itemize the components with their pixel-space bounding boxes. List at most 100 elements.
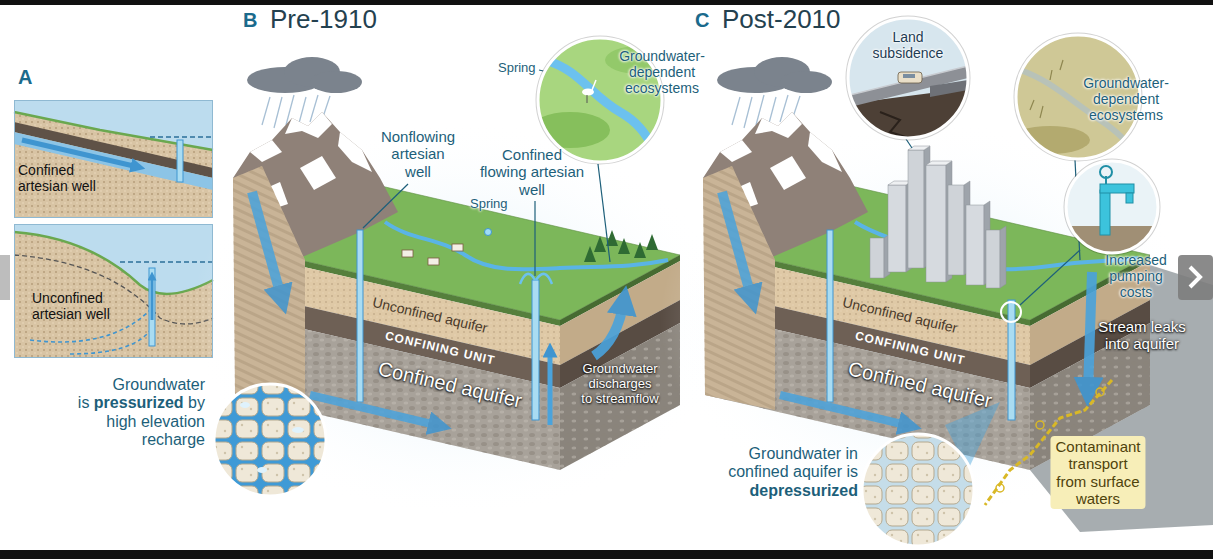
subsidence-vignette [930,80,968,97]
pre-1910-scene [520,274,535,284]
callout-label: Groundwater-dependent ecosystems [1078,75,1174,123]
text-run: aquifer [793,463,846,480]
callout-label: Groundwater discharges to streamflow [581,362,658,407]
inset-caption: Unconfined artesian well [32,290,110,322]
callout-label: Spring [470,197,508,212]
callout-label: Groundwater is pressurized by high eleva… [78,376,205,450]
text-run: leaks [1151,318,1186,335]
callout-circle: Groundwater-dependent ecosystems [1016,35,1176,159]
text-run: into [1105,335,1133,352]
subsidence-vignette [903,74,915,78]
text-run: pressurized [94,394,188,411]
pump-vignette [1126,193,1133,203]
text-run: by [188,394,205,411]
contaminant-symbol [1036,421,1044,429]
ecosystem-vignette [1040,106,1043,118]
pore-closeup [240,402,304,473]
leader-line [598,164,610,262]
post-2010-scene [1088,272,1092,392]
text-run: well [405,163,431,180]
ecosystem-vignette [592,80,596,90]
text-run: confined [728,463,793,480]
text-run: in [846,445,858,462]
pre-1910-scene [594,236,606,252]
text-run: depressurized [750,482,858,499]
text-run: artesian [18,178,72,194]
pore-closeup [240,402,250,408]
callout-label: Contaminant transport from surface water… [1050,436,1145,509]
inset-panel: Unconfined artesian well [14,224,213,358]
subsidence-vignette [846,66,968,96]
inset-illustration [70,328,152,354]
pre-1910-scene [584,246,596,262]
city-buildings [948,185,964,275]
callout-circle-outline [848,18,968,138]
pore-closeup [210,380,330,500]
text-run: discharges [589,376,652,391]
contaminant-symbol [1096,388,1104,396]
inset-illustration [14,232,213,358]
subsidence-vignette [846,66,968,108]
carousel-button [1178,255,1213,300]
text-run: well [519,181,545,198]
city-buildings [986,230,1000,288]
text-run: from [1056,473,1090,490]
inset-illustration [149,268,155,346]
circle-shadow [847,17,970,140]
callout-label: Confined flowing artesian well [480,146,584,198]
text-run: Groundwater [113,376,206,393]
text-run: flowing [480,163,531,180]
post-2010-scene [846,16,1213,550]
pump-vignette [1100,184,1134,193]
text-run: Groundwater [582,361,657,376]
inset-illustration [14,224,213,358]
panel-letter: B [243,9,257,32]
panel-letter: A [18,66,32,89]
inset-illustration [14,232,213,358]
ecosystem-vignette [1060,60,1063,70]
callout-label: Spring [498,61,536,76]
subsidence-vignette [846,16,970,140]
subsidence-vignette [898,72,922,83]
callout-label: Groundwater in confined aquifer is depre… [728,445,858,500]
text-run: Nonflowing [381,128,455,145]
city-buildings [1000,226,1006,288]
inset-outline [15,225,213,358]
panel-title: Post-2010 [722,5,841,35]
pore-closeup [858,430,978,550]
inset-illustration [14,232,213,294]
city-buildings [870,146,1006,288]
pre-1910-scene [532,280,539,420]
subsidence-vignette [846,16,970,140]
inset-illustration [14,100,213,218]
pre-1910-scene [210,36,675,500]
text-run: Confined [502,146,562,163]
contaminant-symbol [996,484,1004,492]
text-run: artesian [531,163,584,180]
text-run: artesian [32,306,86,322]
post-2010-scene [1001,302,1021,322]
callout-label: Land subsidence [865,29,951,61]
inset-panel: Confined artesian well [14,100,213,218]
text-run: Groundwater [749,445,846,462]
inset-illustration [177,140,183,182]
inset-illustration [14,112,213,218]
text-run: artesian [391,145,444,162]
circle-shadow [1065,160,1160,255]
pump-vignette [1064,159,1160,256]
carousel-button [0,255,10,300]
post-2010-scene [862,434,974,546]
leader-line [534,201,535,276]
city-buildings [870,238,884,278]
pre-1910-scene [618,238,630,254]
frame-bar [0,550,1213,559]
text-run: streamflow [596,391,659,406]
callout-circle-outline [1066,161,1158,253]
text-run: is [846,463,858,480]
callout-label: Increased pumping costs [1096,252,1176,300]
text-run: to [581,391,595,406]
pre-1910-scene [548,350,553,425]
